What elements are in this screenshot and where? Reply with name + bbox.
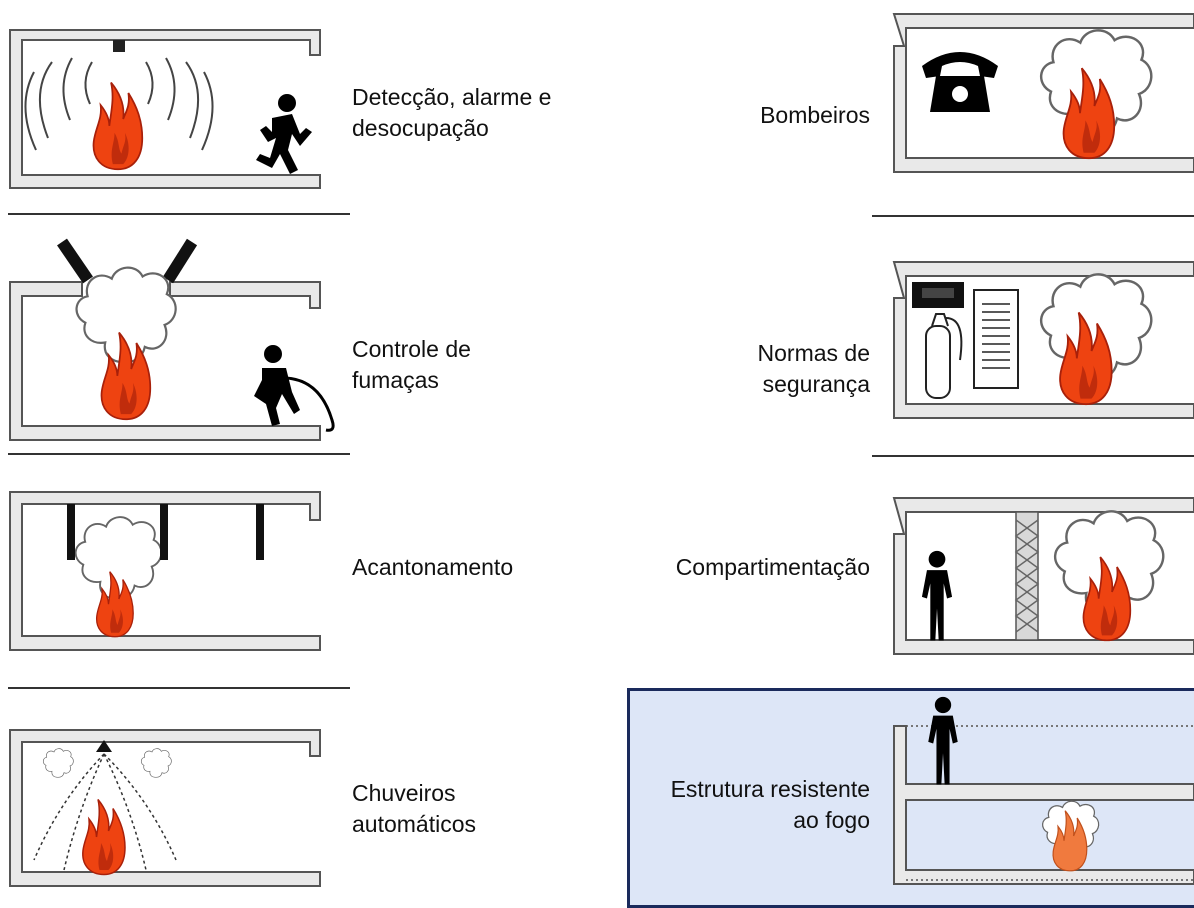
flame-icon xyxy=(92,81,144,171)
fire-wall-icon xyxy=(1014,511,1040,641)
panel-deteccao xyxy=(9,29,321,189)
person-icon xyxy=(928,696,958,785)
label-normas: Normas de segurança xyxy=(757,340,870,397)
sprinkler-icon xyxy=(96,740,112,752)
firefighter-hose-icon xyxy=(254,345,335,432)
label-compartimentacao: Compartimentação xyxy=(675,554,870,580)
smoke-curtain-icon xyxy=(67,504,75,560)
label-deteccao: Detecção, alarme e desocupação xyxy=(352,84,552,141)
flame-icon xyxy=(82,798,126,876)
smoke-curtain-icon xyxy=(256,504,264,560)
label-fumacas: Controle de fumaças xyxy=(352,336,471,393)
fire-extinguisher-icon xyxy=(925,313,963,399)
label-estrutura: Estrutura resistente ao fogo xyxy=(670,776,870,833)
panel-estrutura xyxy=(893,696,1194,885)
panel-chuveiros xyxy=(9,729,321,887)
smoke-icon xyxy=(42,748,74,778)
person-icon xyxy=(921,550,953,641)
telephone-icon xyxy=(922,52,998,112)
panel-acantonamento xyxy=(9,491,321,651)
safety-sign-icon xyxy=(973,289,1019,389)
room-walls xyxy=(9,29,321,189)
label-chuveiros: Chuveiros automáticos xyxy=(352,780,477,837)
running-person-icon xyxy=(256,94,312,174)
label-bombeiros: Bombeiros xyxy=(760,102,870,128)
roof-vent-icon xyxy=(162,238,198,284)
water-spray-icon xyxy=(33,753,177,871)
smoke-icon xyxy=(140,748,172,778)
panel-bombeiros xyxy=(892,13,1194,173)
panel-fumacas xyxy=(9,238,335,441)
panel-normas xyxy=(892,261,1194,419)
smoke-curtain-icon xyxy=(160,504,168,560)
sound-wave-icon xyxy=(24,57,214,151)
ceiling-detector-icon xyxy=(113,40,125,52)
floor-slab-icon xyxy=(893,725,1194,885)
roof-vent-icon xyxy=(57,238,93,284)
panel-compartimentacao xyxy=(892,497,1194,655)
label-acantonamento: Acantonamento xyxy=(352,554,514,580)
